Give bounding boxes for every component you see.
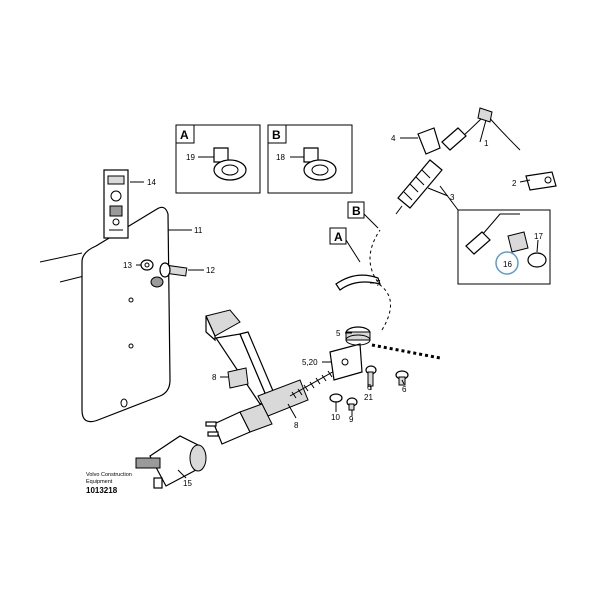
washer-10 bbox=[329, 393, 343, 403]
detail-box-a: A bbox=[175, 124, 261, 194]
callout-6b: 6 bbox=[402, 385, 407, 394]
clip-4 bbox=[417, 127, 441, 155]
callout-16: 16 bbox=[503, 260, 512, 269]
screw-6b bbox=[395, 370, 409, 386]
callout-9: 9 bbox=[349, 415, 354, 424]
flag-b: B bbox=[347, 201, 379, 229]
detail-box-b-letter: B bbox=[272, 128, 281, 142]
shaft-outline bbox=[39, 252, 85, 283]
cable-path bbox=[369, 229, 441, 360]
sensor-15 bbox=[135, 435, 207, 489]
callout-12: 12 bbox=[206, 266, 215, 275]
cable-tie-7 bbox=[335, 274, 381, 291]
connector-3 bbox=[395, 159, 443, 215]
callout-2: 2 bbox=[512, 179, 517, 188]
washer-13 bbox=[140, 259, 154, 271]
callout-6a: 6 bbox=[367, 383, 372, 392]
callout-14: 14 bbox=[147, 178, 156, 187]
leader-lines bbox=[130, 119, 539, 479]
callout-18: 18 bbox=[276, 153, 285, 162]
callout-21: 21 bbox=[364, 393, 373, 402]
callout-13: 13 bbox=[123, 261, 132, 270]
callout-3: 3 bbox=[450, 193, 455, 202]
callout-15: 15 bbox=[183, 479, 192, 488]
callout-7: 7 bbox=[376, 279, 381, 288]
callout-5: 5 bbox=[336, 329, 341, 338]
clip-2 bbox=[525, 171, 557, 191]
callout-19: 19 bbox=[186, 153, 195, 162]
flag-a: A bbox=[329, 227, 361, 263]
screw-9 bbox=[346, 397, 358, 411]
svg-text:B: B bbox=[352, 204, 361, 218]
callout-10: 10 bbox=[331, 413, 340, 422]
block-8 bbox=[227, 367, 249, 389]
callout-5-20: 5,20 bbox=[302, 358, 318, 367]
highlight-circle bbox=[495, 251, 519, 275]
mounting-plate bbox=[81, 206, 171, 423]
callout-8b: 8 bbox=[294, 421, 299, 430]
publication-number: 1013218 bbox=[86, 486, 118, 495]
callout-4: 4 bbox=[391, 134, 396, 143]
callout-1: 1 bbox=[484, 139, 489, 148]
decal-label bbox=[103, 169, 129, 239]
detail-box-b: B bbox=[267, 124, 353, 194]
nut bbox=[150, 276, 164, 288]
callout-8a: 8 bbox=[212, 373, 217, 382]
clamp-5 bbox=[345, 326, 371, 346]
bracket-5-20 bbox=[329, 343, 363, 381]
publisher-line-1: Volvo Construction bbox=[86, 472, 132, 478]
bolt-12 bbox=[159, 262, 188, 278]
switch-connector bbox=[205, 403, 273, 445]
pedal-lever bbox=[205, 309, 309, 417]
publisher-line-2: Equipment bbox=[86, 479, 113, 485]
wire-harness-1 bbox=[441, 107, 521, 151]
svg-text:A: A bbox=[334, 230, 343, 244]
callout-17: 17 bbox=[534, 232, 543, 241]
detail-box-a-letter: A bbox=[180, 128, 189, 142]
callouts: 1 2 3 4 5 5,20 6 6 7 8 8 9 10 11 12 13 1… bbox=[123, 134, 543, 488]
publisher-block: Volvo Construction Equipment 1013218 bbox=[86, 472, 132, 495]
callout-11: 11 bbox=[194, 226, 203, 235]
inset-detail bbox=[439, 185, 551, 285]
